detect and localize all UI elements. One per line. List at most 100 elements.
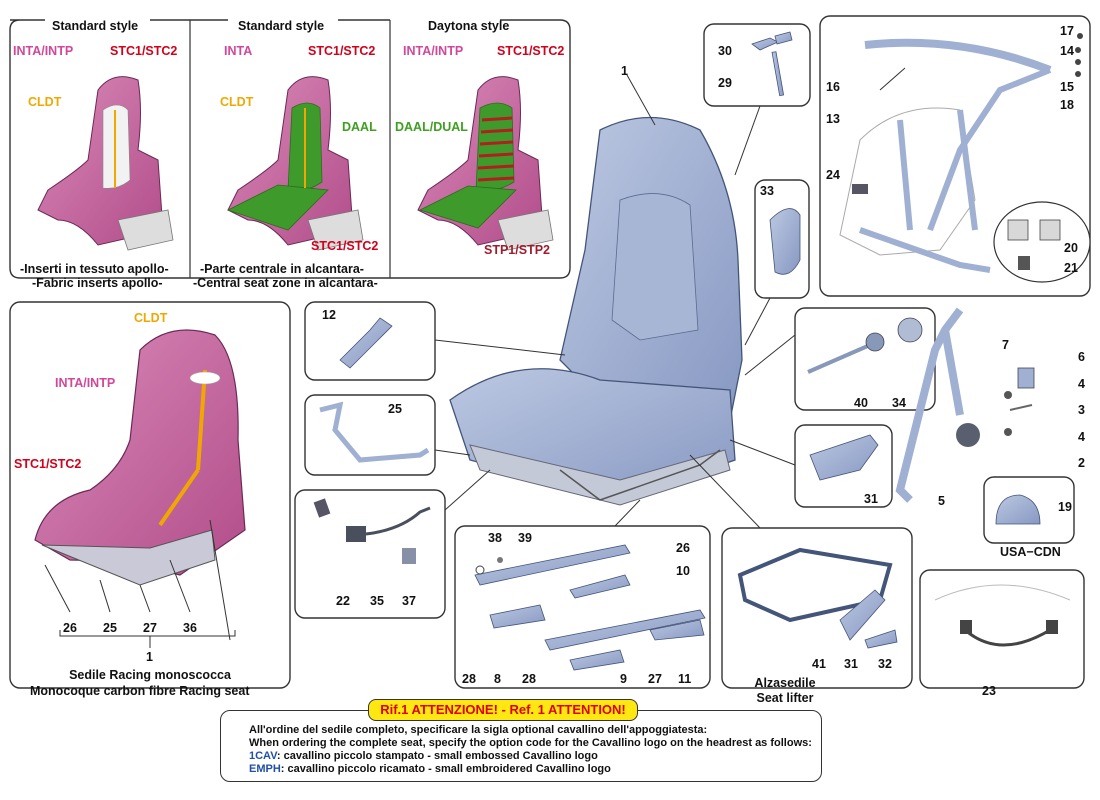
box-seat-lifter <box>721 527 913 689</box>
seat-daytona-drawing <box>417 76 554 251</box>
callout-10: 10 <box>676 564 690 578</box>
panel2-title: Standard style <box>238 19 325 33</box>
callout-25: 25 <box>388 402 402 416</box>
panel2-label-stc-top: STC1/STC2 <box>308 44 376 58</box>
note-code-1cav: 1CAV <box>249 750 277 762</box>
callout-16: 16 <box>826 80 840 94</box>
attention-banner: Rif.1 ATTENZIONE! - Ref. 1 ATTENTION! <box>368 699 638 721</box>
mono-caption-en: Monocoque carbon fibre Racing seat <box>30 684 250 698</box>
box-headrest-pins <box>703 23 811 107</box>
note-code-emph: EMPH <box>249 763 281 775</box>
mono-part-27: 27 <box>143 621 157 635</box>
callout-24: 24 <box>826 168 840 182</box>
box-cover-31 <box>794 424 893 508</box>
callout-29: 29 <box>718 76 732 90</box>
mono-label-cldt: CLDT <box>134 311 168 325</box>
callout-20: 20 <box>1064 241 1078 255</box>
panel2-label-stc-bottom: STC1/STC2 <box>311 239 379 253</box>
callout-9: 9 <box>620 672 627 686</box>
callout-8: 8 <box>494 672 501 686</box>
cover-31-drawing <box>809 434 879 481</box>
panel1-label-stc: STC1/STC2 <box>110 44 178 58</box>
callout-34: 34 <box>892 396 906 410</box>
rails-drawing <box>474 544 706 671</box>
monocoque-seat-drawing <box>34 329 246 586</box>
callout-2: 2 <box>1078 456 1085 470</box>
callout-31b: 31 <box>844 657 858 671</box>
usa-cdn-label: USA−CDN <box>1000 545 1061 559</box>
callout-30: 30 <box>718 44 732 58</box>
callout-31: 31 <box>864 492 878 506</box>
callout-26: 26 <box>676 541 690 555</box>
panel3-label-stc: STC1/STC2 <box>497 44 565 58</box>
callout-33: 33 <box>760 184 774 198</box>
cable-23-drawing <box>934 584 1071 647</box>
box-harness <box>819 15 1091 297</box>
mono-caption-it: Sedile Racing monoscocca <box>69 668 231 682</box>
callout-41: 41 <box>812 657 826 671</box>
main-leader-lines <box>626 67 906 126</box>
callout-5: 5 <box>938 494 945 508</box>
bar-25-drawing <box>319 401 430 463</box>
panel3-title: Daytona style <box>428 19 510 33</box>
callout-4a: 4 <box>1078 377 1085 391</box>
note-text-1cav: : cavallino piccolo stampato - small emb… <box>276 750 598 762</box>
buckle-12-drawing <box>339 317 393 369</box>
note-option-emph: EMPH: cavallino piccolo ricamato - small… <box>249 763 611 775</box>
callout-11: 11 <box>678 672 692 686</box>
mono-part-25: 25 <box>103 621 117 635</box>
panel3-label-stp: STP1/STP2 <box>484 243 550 257</box>
box-cover-19 <box>983 476 1075 544</box>
monocoque-panel-frame <box>9 301 291 689</box>
harness-drawing <box>839 33 1083 273</box>
box-cable-23 <box>919 569 1085 689</box>
seat-lifter-label-en: Seat lifter <box>756 691 814 705</box>
seat-fabric-inserts-drawing <box>37 76 174 251</box>
wiring-drawing <box>313 498 431 564</box>
panel1-label-inta-intp: INTA/INTP <box>13 44 74 58</box>
callout-21: 21 <box>1064 261 1078 275</box>
recline-drawing <box>807 317 923 374</box>
callout-22: 22 <box>336 594 350 608</box>
mono-label-inta-intp: INTA/INTP <box>55 376 116 390</box>
main-seat-drawing <box>449 116 743 506</box>
panel3-label-inta-intp: INTA/INTP <box>403 44 464 58</box>
callout-39: 39 <box>518 531 532 545</box>
box-rails <box>454 525 711 689</box>
mono-part-26: 26 <box>63 621 77 635</box>
callout-35: 35 <box>370 594 384 608</box>
mono-part-36: 36 <box>183 621 197 635</box>
seatbelt-drawing <box>895 307 1035 503</box>
callout-6: 6 <box>1078 350 1085 364</box>
headrest-pin-drawing <box>751 31 793 97</box>
callout-23: 23 <box>982 684 996 698</box>
box-wiring <box>294 489 446 619</box>
callout-38: 38 <box>488 531 502 545</box>
panel2-label-cldt: CLDT <box>220 95 254 109</box>
callout-37: 37 <box>402 594 416 608</box>
panel1-caption-en: -Fabric inserts apollo- <box>32 276 163 290</box>
callout-15: 15 <box>1060 80 1074 94</box>
callout-17: 17 <box>1060 24 1074 38</box>
panel2-label-daal: DAAL <box>342 120 377 134</box>
seat-lifter-label-it: Alzasedile <box>754 676 816 690</box>
panel2-caption-it: -Parte centrale in alcantara- <box>200 262 364 276</box>
box-trim-33 <box>754 179 810 299</box>
callout-1: 1 <box>621 64 628 78</box>
callout-13: 13 <box>826 112 840 126</box>
callout-28b: 28 <box>522 672 536 686</box>
trim-33-drawing <box>769 208 801 275</box>
seat-lifter-drawing <box>737 547 898 649</box>
panel3-label-daal-dual: DAAL/DUAL <box>395 120 468 134</box>
callout-14: 14 <box>1060 44 1074 58</box>
callout-27: 27 <box>648 672 662 686</box>
box-buckle-12 <box>304 301 436 381</box>
note-english: When ordering the complete seat, specify… <box>249 737 812 749</box>
seat-alcantara-drawing <box>226 76 364 251</box>
callout-18: 18 <box>1060 98 1074 112</box>
panel1-title: Standard style <box>52 19 139 33</box>
callout-28a: 28 <box>462 672 476 686</box>
note-italian: All'ordine del sedile completo, specific… <box>249 724 708 736</box>
callout-19: 19 <box>1058 500 1072 514</box>
